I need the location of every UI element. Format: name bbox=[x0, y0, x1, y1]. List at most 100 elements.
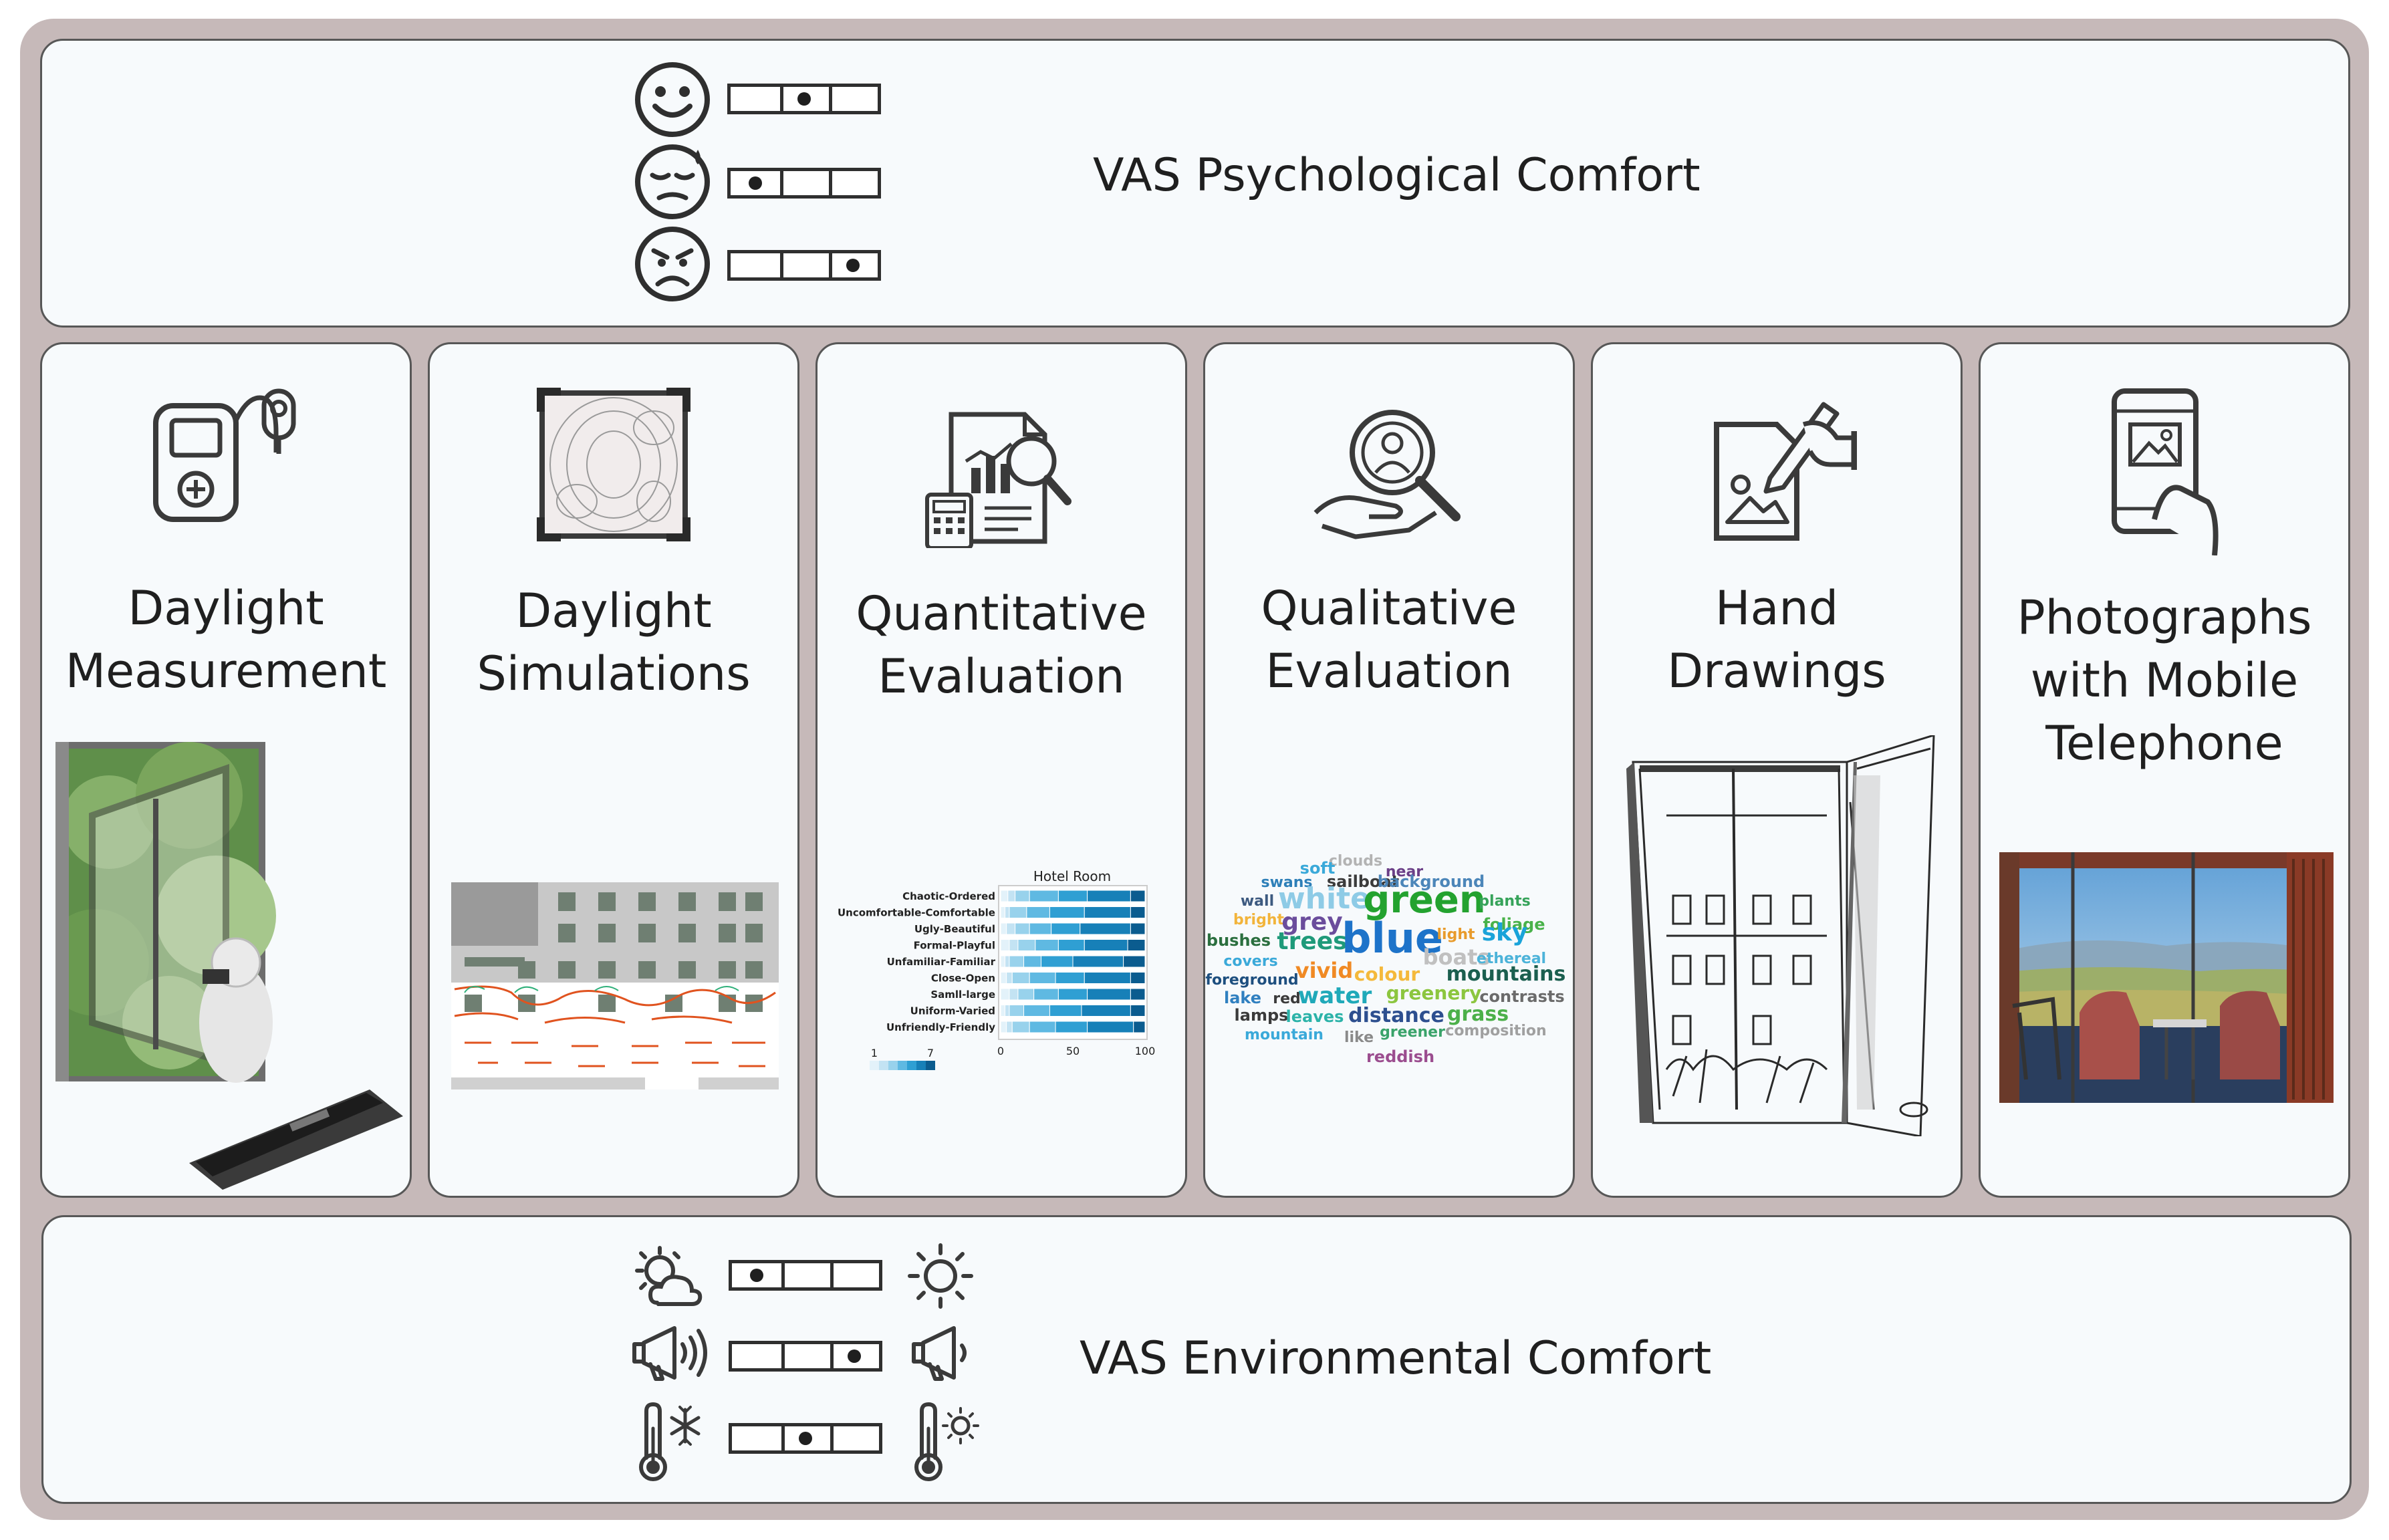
word-cloud-word: lake bbox=[1224, 989, 1261, 1007]
chart-bar-segment bbox=[1009, 906, 1027, 918]
word-cloud-word: contrasts bbox=[1479, 987, 1564, 1006]
chart-bar-segment bbox=[1000, 922, 1007, 935]
word-cloud-word: greener bbox=[1380, 1024, 1445, 1041]
word-cloud-word: green bbox=[1363, 878, 1486, 922]
window-sketch bbox=[1626, 735, 1935, 1136]
chart-bar-segment bbox=[1130, 890, 1146, 902]
scale-marker bbox=[749, 176, 763, 190]
chart-bar-segment bbox=[1029, 890, 1059, 902]
chart-bar-segment bbox=[1130, 988, 1146, 1001]
word-cloud-word: covers bbox=[1223, 953, 1277, 970]
chart-bar-segment bbox=[1006, 922, 1016, 935]
chart-category-label: Uniform-Varied bbox=[910, 1005, 995, 1017]
chart-bar-segment bbox=[1130, 972, 1146, 984]
word-cloud-word: sky bbox=[1482, 919, 1528, 946]
daylight-measurement-photo bbox=[55, 742, 403, 1190]
chart-bar-segment bbox=[1081, 1005, 1131, 1017]
chart-bar-segment bbox=[1087, 890, 1131, 902]
scale-marker bbox=[799, 1432, 812, 1445]
daylight-simulation-icon bbox=[537, 388, 690, 541]
chart-bar-segment bbox=[1000, 972, 1007, 984]
scale-marker bbox=[750, 1269, 764, 1282]
chart-category-label: Ugly-Beautiful bbox=[914, 923, 995, 935]
chart-bar-segment bbox=[1080, 922, 1131, 935]
word-cloud-word: mountain bbox=[1245, 1027, 1324, 1043]
qualitative-search-icon bbox=[1313, 410, 1461, 539]
chart-legend-label: 7 bbox=[927, 1047, 934, 1059]
word-cloud-word: composition bbox=[1445, 1023, 1546, 1039]
word-cloud-word: clouds bbox=[1329, 853, 1382, 870]
happy-face-icon bbox=[635, 62, 710, 137]
psych-scale-2[interactable] bbox=[727, 168, 881, 199]
chart-bar-segment bbox=[1087, 988, 1131, 1001]
chart-category-label: Chaotic-Ordered bbox=[902, 890, 995, 902]
word-cloud-word: colour bbox=[1354, 963, 1420, 985]
light-meter-icon bbox=[153, 388, 296, 522]
word-cloud-word: ethereal bbox=[1477, 950, 1546, 967]
chart-bar-segment bbox=[1084, 939, 1128, 951]
scale-marker bbox=[847, 1350, 861, 1363]
word-cloud-word: swans bbox=[1261, 874, 1312, 891]
psych-scale-3[interactable] bbox=[727, 250, 881, 281]
quantitative-report-icon bbox=[925, 412, 1072, 548]
angry-face-icon bbox=[635, 227, 710, 301]
word-cloud-word: bright bbox=[1233, 912, 1285, 928]
chart-bar-segment bbox=[1049, 906, 1085, 918]
word-cloud-word: bushes bbox=[1207, 931, 1271, 950]
chart-bar-segment bbox=[1000, 1005, 1005, 1017]
chart-bar-segment bbox=[1057, 988, 1088, 1001]
environmental-comfort-panel: VAS Environmental Comfort bbox=[41, 1215, 2352, 1504]
word-cloud-word: boats bbox=[1423, 944, 1491, 970]
mobile-photograph bbox=[1999, 852, 2334, 1103]
word-cloud-word: grey bbox=[1281, 908, 1342, 936]
word-cloud-word: soft bbox=[1300, 859, 1336, 878]
chart-bar-segment bbox=[1000, 939, 1010, 951]
chart-bar-segment bbox=[1033, 988, 1059, 1001]
chart-bar-segment bbox=[1130, 1005, 1146, 1017]
chart-category-label: Uncomfortable-Comfortable bbox=[838, 907, 995, 919]
word-cloud-word: plants bbox=[1479, 893, 1530, 910]
chart-bar-segment bbox=[1127, 939, 1146, 951]
word-cloud-word: like bbox=[1344, 1029, 1374, 1046]
psych-scale-1[interactable] bbox=[727, 84, 881, 114]
psychological-comfort-title: VAS Psychological Comfort bbox=[1093, 149, 1701, 202]
word-cloud-word: greenery bbox=[1386, 982, 1482, 1004]
chart-legend-swatch bbox=[898, 1061, 907, 1070]
word-cloud-word: leaves bbox=[1286, 1007, 1344, 1026]
chart-bar-segment bbox=[1049, 1005, 1082, 1017]
chart-bar-segment bbox=[1017, 988, 1035, 1001]
env-scale-3[interactable] bbox=[729, 1423, 882, 1454]
scale-marker bbox=[797, 92, 811, 106]
chart-bar-segment bbox=[1087, 1021, 1134, 1033]
chart-legend-swatch bbox=[907, 1061, 916, 1070]
env-scale-1[interactable] bbox=[729, 1260, 882, 1291]
chart-category-label: Unfriendly-Friendly bbox=[886, 1021, 995, 1033]
chart-legend-swatch bbox=[870, 1061, 879, 1070]
chart-bar-segment bbox=[1026, 906, 1050, 918]
env-scale-2[interactable] bbox=[729, 1341, 882, 1372]
word-cloud-word: background bbox=[1378, 872, 1485, 891]
chart-bar-segment bbox=[1011, 972, 1030, 984]
word-cloud-word: lamps bbox=[1235, 1006, 1289, 1025]
chart-bar-segment bbox=[1029, 1021, 1056, 1033]
cloudy-sun-icon bbox=[635, 1246, 703, 1306]
word-cloud-word: reddish bbox=[1366, 1047, 1434, 1066]
word-cloud-word: red bbox=[1273, 991, 1301, 1007]
word-cloud-word: white bbox=[1278, 882, 1370, 916]
chart-category-label: Formal-Playful bbox=[914, 940, 995, 952]
chart-legend-swatch bbox=[879, 1061, 888, 1070]
chart-x-tick: 100 bbox=[1135, 1045, 1156, 1057]
chart-bar-segment bbox=[1035, 939, 1059, 951]
chart-bar-segment bbox=[1084, 972, 1131, 984]
